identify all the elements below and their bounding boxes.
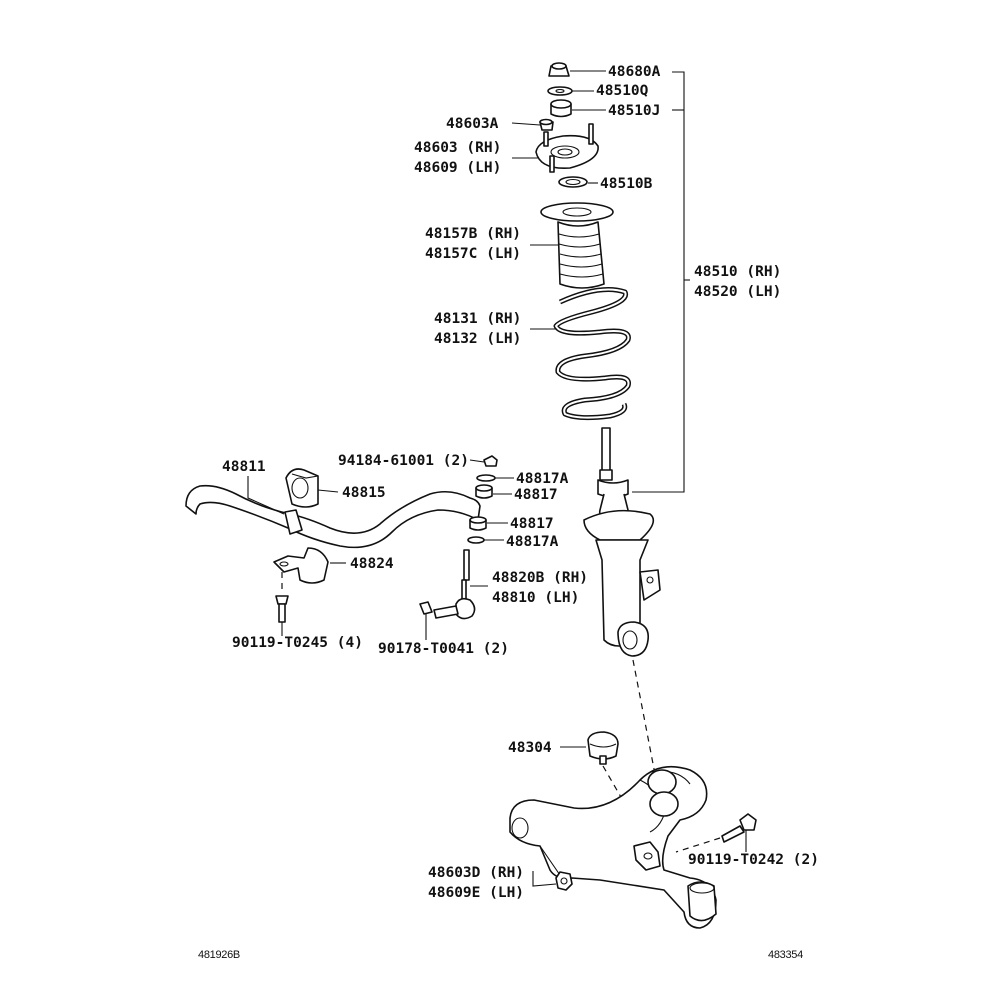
shock-absorber-part [583, 427, 661, 657]
bearing-part [558, 176, 588, 188]
top-nut-part [548, 62, 570, 77]
callout-stabilizer-bar: 48811 [222, 459, 266, 475]
callout-absorber-lh: 48520 (LH) [694, 284, 781, 300]
dust-boot-part [540, 202, 614, 289]
arm-nut-part [555, 871, 573, 891]
callout-boot-rh: 48157B (RH) [425, 226, 521, 242]
callout-mount-rh: 48603 (RH) [414, 140, 501, 156]
callout-nut-a: 48603A [446, 116, 499, 132]
link-top-nut-part [483, 455, 498, 467]
strut-assembly-bracket [632, 71, 690, 493]
callout-bolt-90119-t0245: 90119-T0245 (4) [232, 635, 363, 651]
upper-bushing-part [550, 99, 572, 118]
footer-left-code: 481926B [198, 949, 240, 961]
shock-to-arm-dash [632, 659, 661, 801]
callout-nut-94184: 94184-61001 (2) [338, 453, 469, 469]
callout-absorber-rh: 48510 (RH) [694, 264, 781, 280]
callout-mount-lh: 48609 (LH) [414, 160, 501, 176]
callout-bushing-48815: 48815 [342, 485, 386, 501]
callout-link-rh: 48820B (RH) [492, 570, 588, 586]
mount-nut-part [539, 118, 554, 131]
callout-cushion-2: 48817 [510, 516, 554, 532]
footer-right-code: 483354 [768, 949, 803, 961]
callout-nut-90178: 90178-T0041 (2) [378, 641, 509, 657]
callout-boot-lh: 48157C (LH) [425, 246, 521, 262]
control-arm-part [509, 765, 717, 929]
arm-bolt-part [675, 813, 757, 853]
callout-bumper-48304: 48304 [508, 740, 552, 756]
callout-retainer-a2: 48817A [506, 534, 559, 550]
stabilizer-bar-part [185, 484, 481, 549]
callout-retainer-a1: 48817A [516, 471, 569, 487]
callout-link-lh: 48810 (LH) [492, 590, 579, 606]
link-retainer-upper-part [476, 474, 496, 482]
leader-lines [247, 70, 606, 887]
callout-arm-rh: 48603D (RH) [428, 865, 524, 881]
callout-cushion-1: 48817 [514, 487, 558, 503]
callout-spring-lh: 48132 (LH) [434, 331, 521, 347]
link-cushion-upper-part [475, 484, 493, 499]
callout-bolt-90119-t0242: 90119-T0242 (2) [688, 852, 819, 868]
stabilizer-link-part [419, 549, 476, 640]
bracket-bolt-part [275, 572, 289, 636]
washer-part [547, 86, 573, 96]
stabilizer-bracket-part [273, 547, 329, 584]
callout-arm-lh: 48609E (LH) [428, 885, 524, 901]
coil-spring-part [553, 287, 631, 421]
callout-bearing-b: 48510B [600, 176, 653, 192]
bump-stopper-part [587, 731, 641, 831]
link-retainer-lower-part [467, 536, 485, 544]
callout-bushing-j: 48510J [608, 103, 660, 119]
link-cushion-lower-part [469, 516, 487, 531]
stabilizer-bushing-part [285, 468, 319, 508]
strut-mount-part [535, 123, 599, 173]
callout-washer-q: 48510Q [596, 83, 649, 99]
callout-spring-rh: 48131 (RH) [434, 311, 521, 327]
callout-nut-top: 48680A [608, 64, 661, 80]
callout-bracket-48824: 48824 [350, 556, 394, 572]
